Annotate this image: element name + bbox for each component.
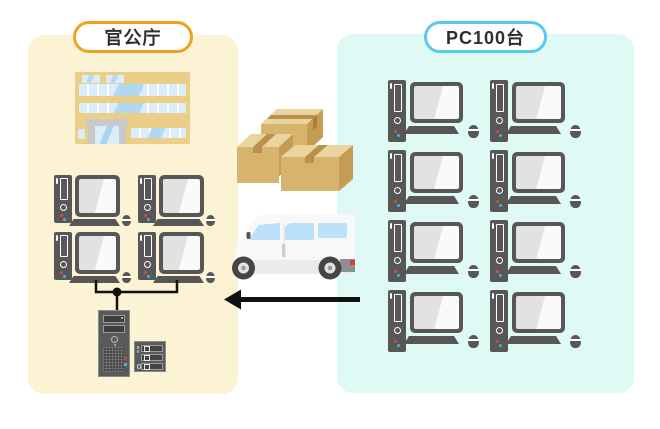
left-group-panel [28, 35, 238, 394]
left-group-label: 官公庁 [73, 21, 193, 53]
left-arrow-icon [224, 289, 360, 310]
pc-mouse [206, 272, 215, 283]
pc-screen [79, 179, 116, 213]
pc-keyboard [69, 276, 120, 283]
pc-monitor [75, 175, 120, 217]
server-tower-icon [98, 310, 130, 377]
pc-screen [516, 86, 561, 119]
pc-tower [388, 290, 406, 352]
right-group-label-text: PC100台 [445, 28, 526, 48]
pc-keyboard [69, 219, 120, 226]
pc-screen [516, 156, 561, 189]
box-bottom-right [281, 145, 353, 191]
pc-screen [163, 179, 200, 213]
pc-monitor [159, 175, 204, 217]
left-pc-grid [54, 175, 215, 283]
pc-monitor [512, 222, 565, 263]
pc-tower [388, 150, 406, 212]
desktop-pc-icon [388, 150, 479, 212]
pc-tower [490, 220, 508, 282]
pc-mouse [122, 215, 131, 226]
pc-screen [163, 236, 200, 270]
desktop-pc-icon [490, 150, 581, 212]
van-wheel-rear [318, 256, 342, 280]
pc-monitor [410, 82, 463, 123]
pc-tower [490, 290, 508, 352]
desktop-pc-icon [490, 80, 581, 142]
pc-mouse [570, 265, 581, 278]
pc-screen [414, 296, 459, 329]
pc-screen [516, 226, 561, 259]
van-wheel-front [232, 256, 255, 280]
desktop-pc-icon [490, 290, 581, 352]
pc-keyboard [506, 196, 561, 204]
pc-keyboard [506, 336, 561, 344]
pc-mouse [206, 215, 215, 226]
pc-keyboard [506, 266, 561, 274]
desktop-pc-icon [388, 80, 479, 142]
pc-tower [54, 175, 72, 223]
desktop-pc-icon [54, 175, 131, 226]
desktop-pc-icon [138, 175, 215, 226]
pc-mouse [122, 272, 131, 283]
pc-tower [490, 150, 508, 212]
desktop-pc-icon [138, 232, 215, 283]
left-group-label-text: 官公庁 [104, 28, 162, 48]
pc-monitor [75, 232, 120, 274]
right-group-label: PC100台 [424, 21, 547, 53]
pc-tower [388, 220, 406, 282]
pc-monitor [159, 232, 204, 274]
box-bottom-left [237, 134, 293, 183]
pc-mouse [468, 195, 479, 208]
pc-screen [414, 86, 459, 119]
pc-screen [79, 236, 116, 270]
pc-keyboard [153, 219, 204, 226]
desktop-pc-icon [490, 220, 581, 282]
pc-tower [54, 232, 72, 280]
network-connector [94, 280, 179, 313]
pc-mouse [468, 125, 479, 138]
pc-keyboard [404, 336, 459, 344]
desktop-pc-icon [388, 220, 479, 282]
pc-tower [490, 80, 508, 142]
pc-monitor [410, 152, 463, 193]
pc-monitor [512, 152, 565, 193]
pc-keyboard [506, 126, 561, 134]
delivery-van-icon [232, 214, 355, 280]
pc-mouse [468, 265, 479, 278]
pc-screen [414, 226, 459, 259]
pc-mouse [570, 335, 581, 348]
government-building-icon [75, 72, 190, 158]
pc-keyboard [404, 266, 459, 274]
building-body [75, 72, 190, 144]
pc-monitor [410, 222, 463, 263]
right-pc-grid [388, 80, 581, 352]
pc-tower [388, 80, 406, 142]
pc-keyboard [404, 126, 459, 134]
cardboard-boxes-icon [237, 109, 353, 191]
pc-screen [516, 296, 561, 329]
pc-mouse [468, 335, 479, 348]
pc-mouse [570, 125, 581, 138]
server-icon [98, 310, 166, 377]
pc-tower [138, 232, 156, 280]
pc-keyboard [153, 276, 204, 283]
disk-array-icon [134, 341, 166, 372]
pc-keyboard [404, 196, 459, 204]
pc-screen [414, 156, 459, 189]
desktop-pc-icon [388, 290, 479, 352]
right-group-panel [337, 34, 634, 393]
desktop-pc-icon [54, 232, 131, 283]
pc-monitor [410, 292, 463, 333]
pc-monitor [512, 292, 565, 333]
pc-tower [138, 175, 156, 223]
pc-monitor [512, 82, 565, 123]
pc-mouse [570, 195, 581, 208]
